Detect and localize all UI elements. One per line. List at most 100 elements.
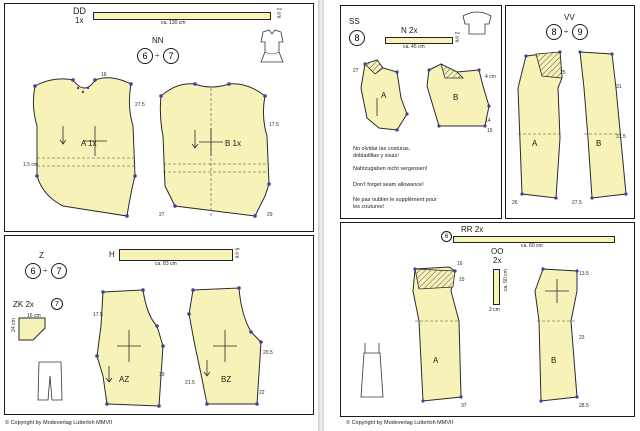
mark-21-5: 21.5	[185, 380, 195, 386]
size-circle-vv-9: 9	[572, 24, 588, 40]
copyright-left: © Copyright by Modeverlag Lutterloh MMVI…	[5, 420, 113, 426]
view-code-nn: NN	[152, 36, 164, 45]
pattern-piece-bz: BZ 20.5 21.5 22	[185, 286, 273, 406]
pattern-piece-az: AZ 17.5 19	[93, 288, 165, 408]
view-code-ss: SS	[349, 17, 360, 26]
strip-measure-h: ca. 83 cm	[155, 261, 177, 267]
dress-icon	[360, 343, 384, 398]
strip-h	[119, 249, 233, 261]
view-code-oo: OO	[491, 247, 504, 256]
pocket-size-circle: 7	[51, 298, 63, 310]
mark-oo-37: 37	[461, 403, 467, 409]
size-circle-6: 6	[137, 48, 153, 64]
strip-size-rr: 6	[441, 231, 452, 242]
mark-oo-16: 16	[457, 261, 463, 267]
piece-label-ss-b: B	[453, 93, 458, 102]
mark-vv-26: 26	[512, 200, 518, 206]
mark-14: 14	[485, 118, 491, 124]
mark-15: 15	[487, 128, 493, 134]
blouse-icon	[260, 29, 284, 63]
strip-measure-n: ca. 45 cm	[403, 44, 425, 50]
strip-measure-dd: ca. 130 cm	[161, 20, 186, 26]
note-en: Don't forget seam allowance!	[353, 182, 424, 188]
strip-code-h: H	[109, 250, 115, 259]
mark-22: 22	[259, 390, 265, 396]
mark-16: 16	[101, 72, 107, 78]
pattern-piece-b: B 1x 17.5 27 29	[159, 82, 279, 218]
copyright-right: © Copyright by Modeverlag Lutterloh MMVI…	[346, 420, 454, 426]
panel-left-bottom: Z 6 ÷ 7 H ca. 83 cm 6 cm ZK 2x 7 16 cm 2…	[4, 235, 314, 415]
size-circle-z-6: 6	[25, 263, 41, 279]
pattern-piece-oo-b: B 13.5 23 28.5	[534, 267, 589, 409]
size-circle-7: 7	[163, 48, 179, 64]
mark-19: 19	[159, 372, 165, 378]
mark-27: 27	[159, 212, 165, 218]
pattern-piece-ss-a: A 27	[353, 59, 409, 132]
mark-vv-27-5: 27.5	[572, 200, 582, 206]
piece-label-az: AZ	[119, 375, 129, 384]
piece-label-vv-b: B	[596, 139, 601, 148]
mark-vv-31: 31	[616, 84, 622, 90]
note-fr: Ne pas oublier le supplément pour les co…	[353, 197, 437, 210]
size-circle-ss: 8	[349, 30, 365, 46]
mark-oo-28-5: 28.5	[579, 403, 589, 409]
mark-4cm: 4 cm	[485, 74, 496, 80]
strip-code-rr: RR 2x	[461, 225, 484, 234]
pattern-piece-vv-a: A 25 26	[512, 50, 566, 206]
piece-label-a: A 1x	[81, 139, 97, 148]
mark-20-5: 20.5	[263, 350, 273, 356]
page-gutter	[318, 0, 324, 431]
top-garment-icon	[462, 11, 492, 35]
mark-17-5: 17.5	[93, 312, 103, 318]
mark-ss-27: 27	[353, 68, 359, 74]
piece-label-ss-a: A	[381, 91, 387, 100]
strip-measure-oo: ca. 50 cm	[502, 269, 509, 291]
size-circle-vv-8: 8	[546, 24, 562, 40]
view-count-oo: 2x	[493, 256, 502, 265]
strip-measure-rr: ca. 60 cm	[521, 243, 543, 249]
mark-vv-31-5: 31.5	[616, 134, 626, 140]
pocket-piece: 16 cm	[18, 313, 46, 341]
mark-oo-13-5: 13.5	[579, 271, 589, 277]
strip-dd	[93, 12, 271, 20]
size-separator-vv: ÷	[564, 27, 569, 36]
panel-left-top: DD 1x ca. 130 cm 2 cm NN 6 ÷ 7 A 1x 16 2…	[4, 3, 314, 232]
panel-right-bottom: RR 2x 6 ca. 60 cm OO 2x ca. 50 cm 2 cm A…	[340, 222, 635, 417]
pattern-piece-a: A 1x 16 27.5 1.5 cm	[23, 72, 145, 218]
view-code-z: Z	[39, 251, 44, 260]
mark-28-5: 17.5	[269, 122, 279, 128]
size-separator: ÷	[155, 51, 160, 60]
strip-code-dd: DD	[73, 6, 86, 16]
mark-29: 29	[267, 212, 273, 218]
pattern-piece-oo-a: A 16 15 37	[412, 261, 467, 409]
strip-rr	[453, 236, 615, 243]
pocket-height: 24 cm	[10, 318, 17, 332]
size-circle-z-7: 7	[51, 263, 67, 279]
strip-width-oo: 2 cm	[489, 307, 500, 313]
strip-oo	[493, 269, 500, 305]
strip-count-dd: 1x	[75, 16, 84, 25]
mark-oo-23: 23	[579, 335, 585, 341]
note-de: Nahtzugaben nicht vergessen!	[353, 166, 428, 172]
pattern-piece-ss-b: B 4 cm 14 15	[426, 63, 496, 134]
note-es: No olvidar las costuras, dobladillas y s…	[353, 146, 411, 159]
strip-code-n: N 2x	[401, 26, 418, 35]
mark-1-5cm: 1.5 cm	[23, 162, 38, 168]
piece-label-oo-b: B	[551, 356, 556, 365]
piece-label-vv-a: A	[532, 139, 538, 148]
panel-right-top-right: VV 8 ÷ 9 A 25 26 B 31 31.5 27.5	[505, 5, 635, 219]
panel-right-top-left: SS 8 N 2x ca. 45 cm 2 cm A 27 B 4 cm 14 …	[340, 5, 502, 219]
strip-n	[385, 37, 453, 44]
piece-label-bz: BZ	[221, 375, 231, 384]
shorts-icon	[37, 361, 63, 401]
pocket-width: 16 cm	[27, 313, 41, 319]
view-code-vv: VV	[564, 13, 575, 22]
strip-width-dd: 2 cm	[275, 7, 282, 19]
piece-label-oo-a: A	[433, 356, 439, 365]
mark-27-5: 27.5	[135, 102, 145, 108]
piece-label-b: B 1x	[225, 139, 241, 148]
mark-oo-15: 15	[459, 277, 465, 283]
mark-vv-25: 25	[560, 70, 566, 76]
pattern-piece-vv-b: B 31 31.5 27.5	[572, 50, 628, 206]
